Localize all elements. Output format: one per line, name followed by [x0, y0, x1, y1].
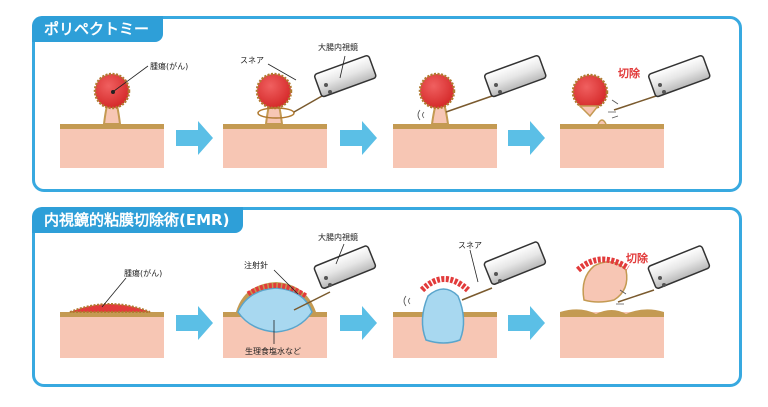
top-polyp-2 [255, 72, 323, 125]
bottom-scope-2[interactable] [313, 245, 377, 289]
bottom-snare-step [393, 276, 497, 358]
top-tissue-1 [60, 124, 164, 168]
bottom-tumor-label: 腫瘍(がん) [124, 268, 162, 278]
polypectomy-title: ポリペクトミー [32, 16, 164, 42]
top-polyp-3 [417, 72, 493, 125]
top-scope-4[interactable] [647, 54, 711, 98]
bottom-snare-label: スネア [458, 241, 482, 250]
top-arrow-3 [508, 121, 545, 155]
bottom-injection [223, 282, 331, 358]
top-tumor-label: 腫瘍(がん) [150, 61, 188, 71]
bottom-tissue-1 [60, 303, 164, 358]
top-tissue-3 [393, 124, 497, 168]
bottom-resection [560, 256, 664, 358]
top-scope-2[interactable] [313, 54, 377, 98]
top-scope-label: 大腸内視鏡 [318, 42, 358, 52]
top-arrow-1 [176, 121, 213, 155]
top-polyp-1 [93, 72, 131, 125]
bottom-arrow-1 [176, 306, 213, 340]
bottom-scope-3[interactable] [483, 241, 547, 285]
bottom-arrow-2 [340, 306, 377, 340]
top-scope-3[interactable] [483, 54, 547, 98]
bottom-arrow-3 [508, 306, 545, 340]
top-resection-label: 切除 [618, 66, 641, 80]
top-arrow-2 [340, 121, 377, 155]
top-tissue-4 [560, 124, 664, 168]
bottom-saline-label: 生理食塩水など [245, 346, 301, 356]
top-tissue-2 [223, 124, 327, 168]
bottom-scope-label: 大腸内視鏡 [318, 232, 358, 242]
bottom-resection-label: 切除 [626, 251, 649, 265]
top-snare-label: スネア [240, 56, 264, 65]
bottom-scope-4[interactable] [647, 245, 711, 289]
top-polyp-4 [571, 73, 657, 125]
emr-title: 内視鏡的粘膜切除術(EMR) [32, 207, 244, 233]
bottom-needle-label: 注射針 [244, 260, 268, 270]
